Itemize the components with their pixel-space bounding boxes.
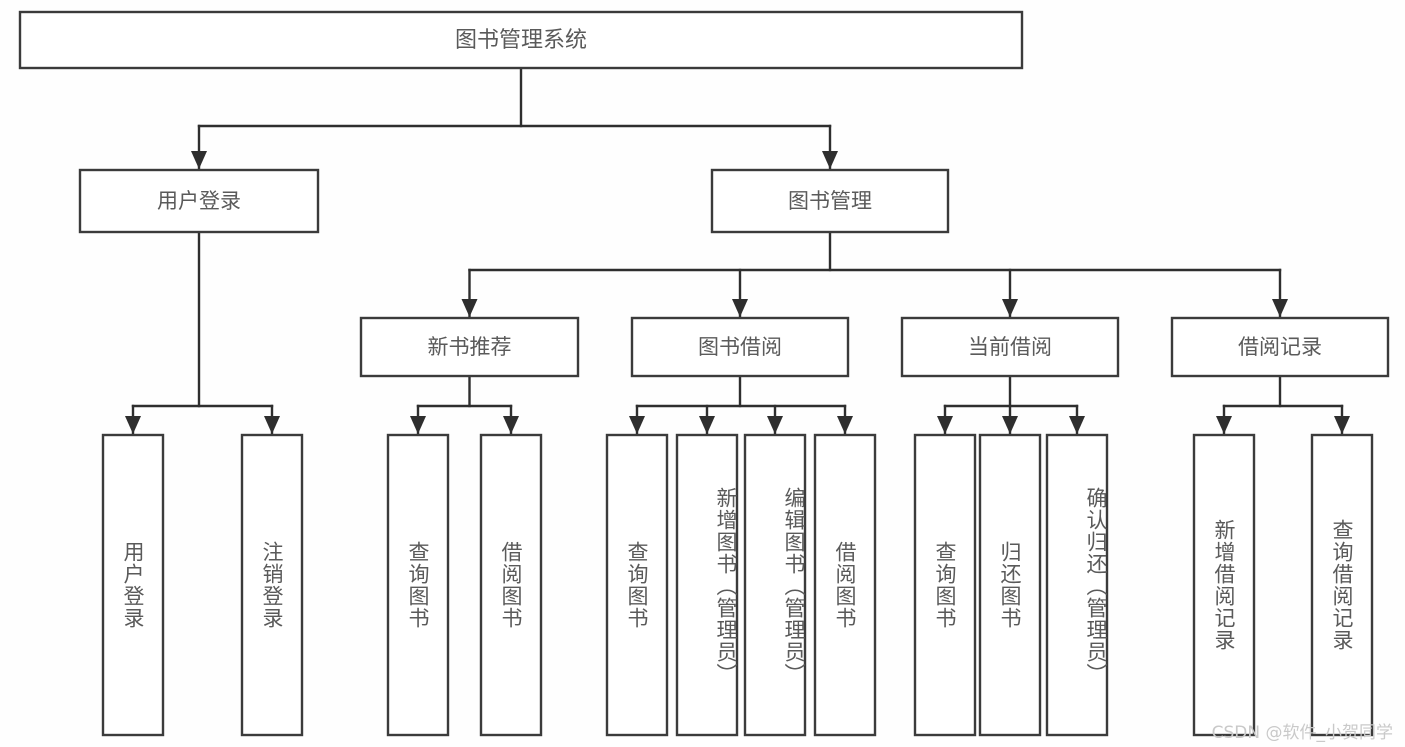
arrow-head-icon [822, 151, 838, 169]
arrow-head-icon [767, 416, 783, 434]
node-label: 图书管理 [788, 189, 872, 213]
arrow-head-icon [1002, 299, 1018, 317]
node-label: 当前借阅 [968, 335, 1052, 359]
arrow-head-icon [461, 299, 478, 317]
leaf-leaf-query-book[interactable] [605, 433, 669, 737]
node-current-borrow[interactable] [900, 316, 1120, 378]
leaf-leaf-confirm-return[interactable] [1045, 433, 1109, 737]
arrow-head-icon [699, 416, 715, 434]
arrow-head-icon [410, 416, 426, 434]
leaf-leaf-user-login[interactable] [101, 433, 165, 737]
arrow-head-icon [1069, 416, 1085, 434]
arrow-head-icon [732, 299, 748, 317]
node-label: 图书借阅 [698, 335, 782, 359]
leaf-leaf-query-record[interactable] [1310, 433, 1374, 737]
arrow-head-icon [264, 416, 280, 434]
arrow-head-icon [125, 416, 141, 434]
arrow-head-icon [503, 416, 519, 434]
leaf-leaf-add-book[interactable] [675, 433, 739, 737]
node-book-manage[interactable] [710, 168, 950, 234]
arrow-head-icon [937, 416, 953, 434]
arrow-head-icon [629, 416, 645, 434]
arrow-head-icon [1334, 416, 1350, 434]
arrow-head-icon [1002, 416, 1018, 434]
leaf-leaf-borrow-book-rec[interactable] [479, 433, 543, 737]
watermark-text: CSDN @软件_小贺同学 [1211, 723, 1393, 743]
arrow-head-icon [1216, 416, 1232, 434]
leaf-leaf-logout[interactable] [240, 433, 304, 737]
connector-layer [125, 66, 1350, 435]
arrow-head-icon [1272, 299, 1288, 317]
node-label: 图书管理系统 [455, 28, 587, 53]
node-label: 用户登录 [157, 189, 241, 213]
node-box-layer [18, 10, 1390, 737]
node-label: 新书推荐 [428, 335, 512, 359]
leaf-leaf-edit-book[interactable] [743, 433, 807, 737]
root-node-system[interactable] [18, 10, 1024, 70]
leaf-leaf-borrow-book[interactable] [813, 433, 877, 737]
leaf-leaf-query-book-rec[interactable] [386, 433, 450, 737]
node-user-login[interactable] [78, 168, 320, 234]
node-label: 借阅记录 [1238, 335, 1322, 359]
arrow-head-icon [191, 151, 207, 169]
leaf-leaf-query-cur[interactable] [913, 433, 977, 737]
leaf-leaf-return-book[interactable] [978, 433, 1042, 737]
node-book-borrow[interactable] [630, 316, 850, 378]
leaf-leaf-add-record[interactable] [1192, 433, 1256, 737]
node-new-book-rec[interactable] [359, 316, 580, 378]
arrow-head-icon [837, 416, 853, 434]
node-borrow-record[interactable] [1170, 316, 1390, 378]
